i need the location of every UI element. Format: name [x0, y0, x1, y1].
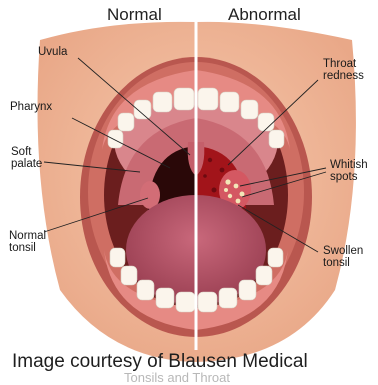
label-normal-tonsil: Normal tonsil: [9, 230, 46, 255]
label-pharynx: Pharynx: [10, 101, 52, 113]
label-uvula: Uvula: [38, 46, 67, 58]
header-abnormal: Abnormal: [228, 6, 301, 24]
label-soft-palate: Soft palate: [11, 146, 42, 171]
header-normal: Normal: [107, 6, 162, 24]
label-whitish-spots: Whitish spots: [330, 159, 368, 184]
label-swollen-tonsil: Swollen tonsil: [323, 245, 363, 270]
watermark-caption: Tonsils and Throat: [124, 371, 230, 385]
label-throat-redness: Throat redness: [323, 58, 364, 83]
